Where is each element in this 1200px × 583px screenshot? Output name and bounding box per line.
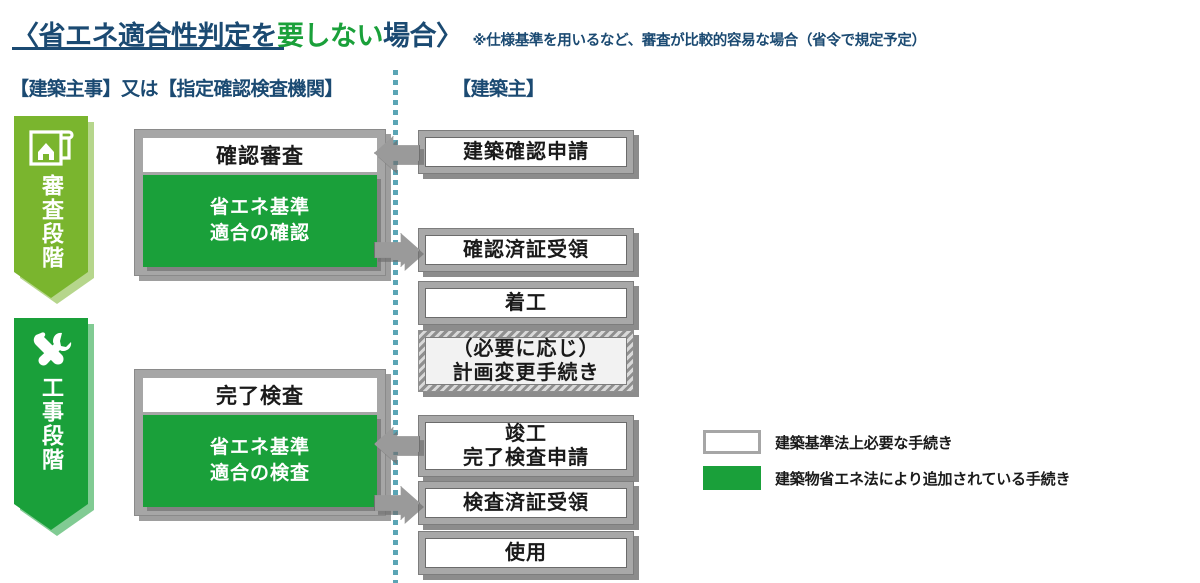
box-line1: 建築確認申請 xyxy=(463,141,589,163)
box-inner: （必要に応じ） 計画変更手続き xyxy=(425,337,627,385)
title-highlight: 要しない xyxy=(277,21,384,51)
box-frame: 確認審査 省エネ基準 適合の確認 xyxy=(134,129,386,276)
title-note: ※仕様基準を用いるなど、審査が比較的容易な場合（省令で規定予定） xyxy=(472,33,927,49)
legend: 建築基準法上必要な手続き 建築物省エネ法により追加されている手続き xyxy=(703,430,1070,502)
stage-arrow-body: 工事段階 xyxy=(14,318,88,530)
box-frame: 竣工 完了検査申請 xyxy=(418,415,634,477)
flow-arrow-right-icon xyxy=(374,486,424,524)
flow-arrow-right-icon xyxy=(374,233,424,271)
stage-label: 審査段階 xyxy=(39,174,64,270)
owner-box-cert: 確認済証受領 xyxy=(418,228,639,277)
box-frame: 着工 xyxy=(418,281,634,325)
column-header-owner: 【建築主】 xyxy=(452,79,545,100)
owner-box-complete: 竣工 完了検査申請 xyxy=(418,415,639,482)
legend-swatch-white xyxy=(703,430,761,454)
title-suffix: 場合〉 xyxy=(383,21,463,51)
green-panel-line1: 省エネ基準 xyxy=(209,437,310,459)
box-inner: 使用 xyxy=(425,538,627,568)
column-divider xyxy=(393,70,398,583)
authority-box-inspection: 完了検査 省エネ基準 適合の検査 xyxy=(134,369,391,521)
owner-box-use: 使用 xyxy=(418,531,639,580)
owner-box-inspection-cert: 検査済証受領 xyxy=(418,481,639,530)
box-line1: 着工 xyxy=(505,292,547,314)
box-inner: 竣工 完了検査申請 xyxy=(425,422,627,470)
box-inner: 建築確認申請 xyxy=(425,137,627,167)
flow-arrow-left-icon xyxy=(374,136,424,174)
green-panel-wrap: 省エネ基準 適合の確認 xyxy=(143,175,381,271)
green-panel-line2: 適合の確認 xyxy=(209,223,310,244)
flow-arrow-left-icon xyxy=(374,427,424,465)
legend-swatch-green xyxy=(703,466,761,490)
box-frame: 使用 xyxy=(418,531,634,575)
authority-box-header: 確認審査 xyxy=(143,138,377,172)
stage-arrow-body: 審査段階 xyxy=(14,116,88,298)
box-line2: 完了検査申請 xyxy=(463,447,589,469)
legend-item-base-law: 建築基準法上必要な手続き xyxy=(703,430,1070,454)
title-text: 〈省エネ適合性判定を要しない場合〉 xyxy=(12,14,463,53)
box-frame: （必要に応じ） 計画変更手続き xyxy=(418,330,634,392)
stage-label: 工事段階 xyxy=(39,376,64,472)
box-line1: 確認済証受領 xyxy=(463,239,589,261)
box-inner: 確認済証受領 xyxy=(425,235,627,265)
box-line1: 検査済証受領 xyxy=(463,492,589,514)
green-panel-line1: 省エネ基準 xyxy=(209,197,310,219)
box-line1: （必要に応じ） xyxy=(452,338,600,360)
green-panel-wrap: 省エネ基準 適合の検査 xyxy=(143,415,381,511)
title-prefix: 〈省エネ適合性判定を xyxy=(12,21,278,51)
green-panel: 省エネ基準 適合の検査 xyxy=(143,415,377,507)
blueprint-house-icon xyxy=(28,126,74,170)
box-line1: 使用 xyxy=(505,542,547,564)
legend-label: 建築基準法上必要な手続き xyxy=(775,434,953,452)
owner-box-apply: 建築確認申請 xyxy=(418,130,639,179)
box-frame: 完了検査 省エネ基準 適合の検査 xyxy=(134,369,386,516)
box-frame: 確認済証受領 xyxy=(418,228,634,272)
owner-box-change: （必要に応じ） 計画変更手続き xyxy=(418,330,639,397)
owner-box-start: 着工 xyxy=(418,281,639,330)
box-frame: 検査済証受領 xyxy=(418,481,634,525)
box-frame: 建築確認申請 xyxy=(418,130,634,174)
legend-label: 建築物省エネ法により追加されている手続き xyxy=(775,470,1071,488)
box-line1: 竣工 xyxy=(505,423,547,445)
green-panel: 省エネ基準 適合の確認 xyxy=(143,175,377,267)
title-underline xyxy=(12,47,284,50)
wrench-hammer-icon xyxy=(28,328,74,372)
stage-arrow-review: 審査段階 xyxy=(14,116,88,298)
column-header-authority: 【建築主事】又は【指定確認検査機関】 xyxy=(10,79,344,100)
authority-box-review: 確認審査 省エネ基準 適合の確認 xyxy=(134,129,391,281)
stage-arrow-construction: 工事段階 xyxy=(14,318,88,530)
box-inner: 着工 xyxy=(425,288,627,318)
legend-item-energy-law: 建築物省エネ法により追加されている手続き xyxy=(703,466,1070,490)
green-panel-line2: 適合の検査 xyxy=(209,463,310,484)
box-line2: 計画変更手続き xyxy=(452,362,600,384)
authority-box-header: 完了検査 xyxy=(143,378,377,412)
page-title: 〈省エネ適合性判定を要しない場合〉 ※仕様基準を用いるなど、審査が比較的容易な場… xyxy=(12,14,926,53)
box-inner: 検査済証受領 xyxy=(425,488,627,518)
